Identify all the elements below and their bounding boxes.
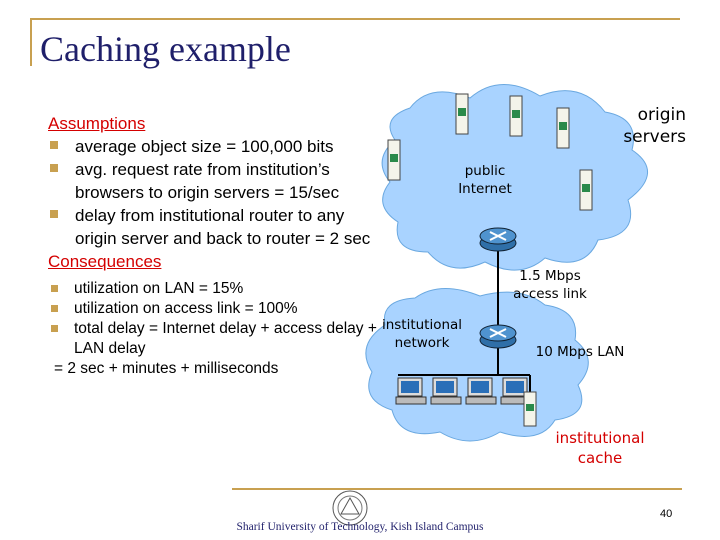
footer-campus: Sharif University of Technology, Kish Is… <box>236 521 484 533</box>
bullet-icon <box>51 325 58 332</box>
page-number: 40 <box>660 508 673 520</box>
title-frame-horizontal <box>30 18 680 20</box>
consequence-item: total delay = Internet delay + access de… <box>48 319 378 359</box>
consequence-item: utilization on LAN = 15% <box>48 279 378 299</box>
slide-title: Caching example <box>40 29 291 69</box>
bullet-icon <box>51 285 58 292</box>
server-icon <box>509 95 523 137</box>
institutional-network-label: institutional network <box>381 317 463 351</box>
institutional-network-cloud <box>365 287 589 442</box>
bullet-icon <box>50 210 58 218</box>
server-icon <box>579 169 593 211</box>
title-frame-vertical <box>30 18 32 66</box>
total-delay-result: = 2 sec + minutes + milliseconds <box>54 360 279 377</box>
server-icon <box>556 107 570 149</box>
computer-icon <box>465 377 497 405</box>
assumption-item: delay from institutional router to any o… <box>48 204 378 250</box>
assumption-item: average object size = 100,000 bits <box>48 135 378 158</box>
computer-icon <box>395 377 427 405</box>
lan-label: 10 Mbps LAN <box>535 344 625 360</box>
bullet-icon <box>50 141 58 149</box>
access-link-label: 1.5 Mbps access link <box>513 268 587 302</box>
slide-body: Assumptions average object size = 100,00… <box>48 112 378 379</box>
cache-server-icon <box>523 391 537 427</box>
public-internet-cloud <box>381 84 649 271</box>
computer-icon <box>500 377 532 405</box>
assumptions-header: Assumptions <box>48 114 146 133</box>
router-icon <box>479 324 517 349</box>
university-logo-icon <box>332 490 368 526</box>
router-icon <box>479 227 517 252</box>
bullet-icon <box>50 164 58 172</box>
consequences-header: Consequences <box>48 252 162 271</box>
bullet-icon <box>51 305 58 312</box>
server-icon <box>455 93 469 135</box>
footer-divider <box>232 488 682 490</box>
public-internet-label: public Internet <box>458 163 512 197</box>
origin-servers-label: origin servers <box>623 105 686 147</box>
consequences-list: utilization on LAN = 15% utilization on … <box>48 279 378 359</box>
consequence-item: utilization on access link = 100% <box>48 299 378 319</box>
assumption-item: avg. request rate from institution’s bro… <box>48 158 378 204</box>
computer-icon <box>430 377 462 405</box>
assumptions-list: average object size = 100,000 bits avg. … <box>48 135 378 250</box>
institutional-cache-label: institutional cache <box>555 429 645 467</box>
server-icon <box>387 139 401 181</box>
